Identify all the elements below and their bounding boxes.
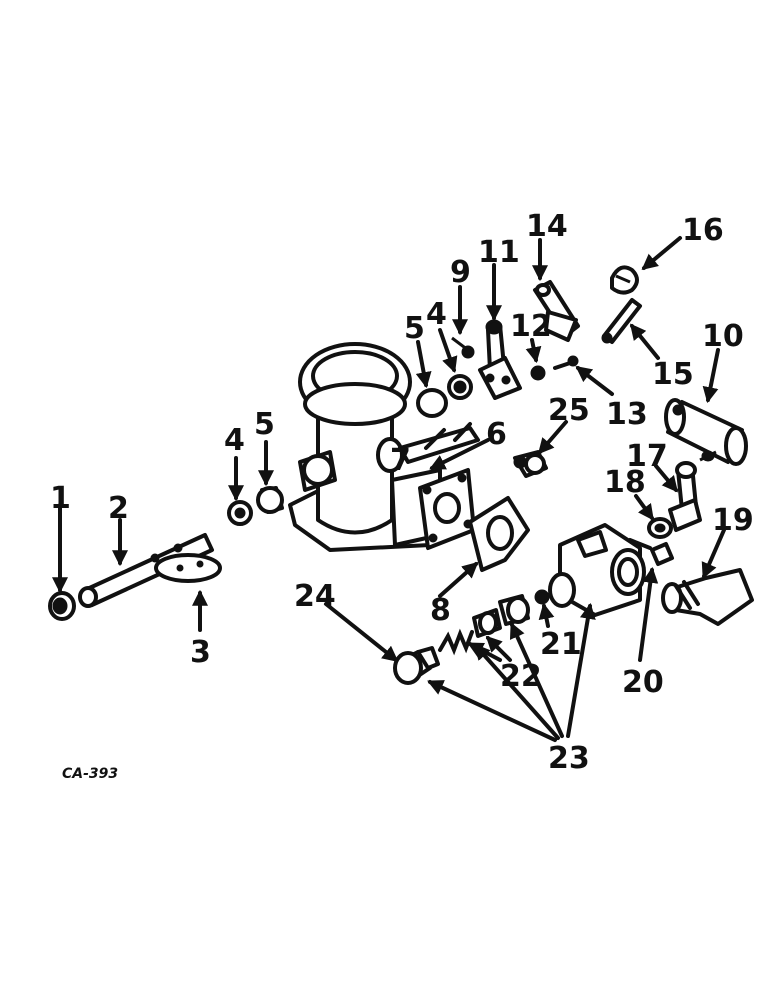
- callout-7: 7: [390, 443, 411, 478]
- part-17-lever: [668, 461, 702, 532]
- part-10-float: [664, 398, 748, 466]
- callout-24: 24: [294, 579, 336, 614]
- part-13-screw: [553, 355, 579, 370]
- callout-2: 2: [108, 491, 129, 526]
- callout-22: 22: [500, 659, 542, 694]
- part-5-seal-right: [416, 388, 448, 418]
- part-2-shaft: [78, 533, 214, 608]
- callout-5-left: 5: [254, 407, 275, 442]
- part-12-nut: [530, 365, 546, 381]
- callout-6: 6: [486, 417, 507, 452]
- callout-4-left: 4: [224, 423, 245, 458]
- callout-17: 17: [626, 439, 668, 474]
- part-3-throttle-plate: [154, 553, 222, 583]
- leader-lines: [52, 236, 726, 742]
- callout-16: 16: [682, 213, 724, 248]
- part-23-fitting: [498, 594, 530, 626]
- part-15-pin: [601, 298, 642, 344]
- part-20-needle: [650, 542, 674, 566]
- callout-1: 1: [50, 481, 71, 516]
- part-23-fuel-bowl: [548, 523, 652, 617]
- callout-25: 25: [548, 393, 590, 428]
- carburetor-body: [288, 342, 476, 552]
- callout-11: 11: [478, 235, 520, 270]
- part-16-clip: [610, 265, 639, 295]
- part-24-plug: [393, 646, 440, 685]
- part-1-nut-face: [52, 597, 68, 615]
- part-8-gasket: [468, 496, 530, 572]
- callout-3: 3: [190, 635, 211, 670]
- callout-8: 8: [430, 593, 451, 628]
- part-22-spring: [438, 608, 502, 656]
- part-19-elbow: [661, 568, 754, 626]
- callout-13: 13: [606, 397, 648, 432]
- callout-4-right: 4: [426, 297, 447, 332]
- callout-9: 9: [450, 255, 471, 290]
- part-14-lever: [533, 280, 580, 342]
- part-4-bushing-left: [227, 500, 253, 526]
- drawing-code: CA-393: [62, 766, 118, 782]
- part-25-valve-seat: [513, 450, 548, 478]
- part-9-screw: [451, 336, 475, 359]
- callout-15: 15: [652, 357, 694, 392]
- callout-21: 21: [540, 627, 582, 662]
- callout-23: 23: [548, 741, 590, 776]
- part-18-washer: [647, 517, 673, 539]
- part-21-nut: [534, 589, 550, 605]
- callout-18: 18: [604, 465, 646, 500]
- part-6-7-spring: [398, 422, 480, 464]
- part-4-bushing-right: [447, 374, 473, 400]
- part-11-throttle-lever: [478, 319, 522, 400]
- callout-numbers: 1 2 3 4 5 5 4 9 11 14 16 12 10 15 13 7 6…: [50, 209, 754, 776]
- callout-20: 20: [622, 665, 664, 700]
- callout-19: 19: [712, 503, 754, 538]
- callout-14: 14: [526, 209, 568, 244]
- part-5-seal-left: [256, 486, 284, 514]
- callout-5-right: 5: [404, 311, 425, 346]
- callout-12: 12: [510, 309, 552, 344]
- callout-10: 10: [702, 319, 744, 354]
